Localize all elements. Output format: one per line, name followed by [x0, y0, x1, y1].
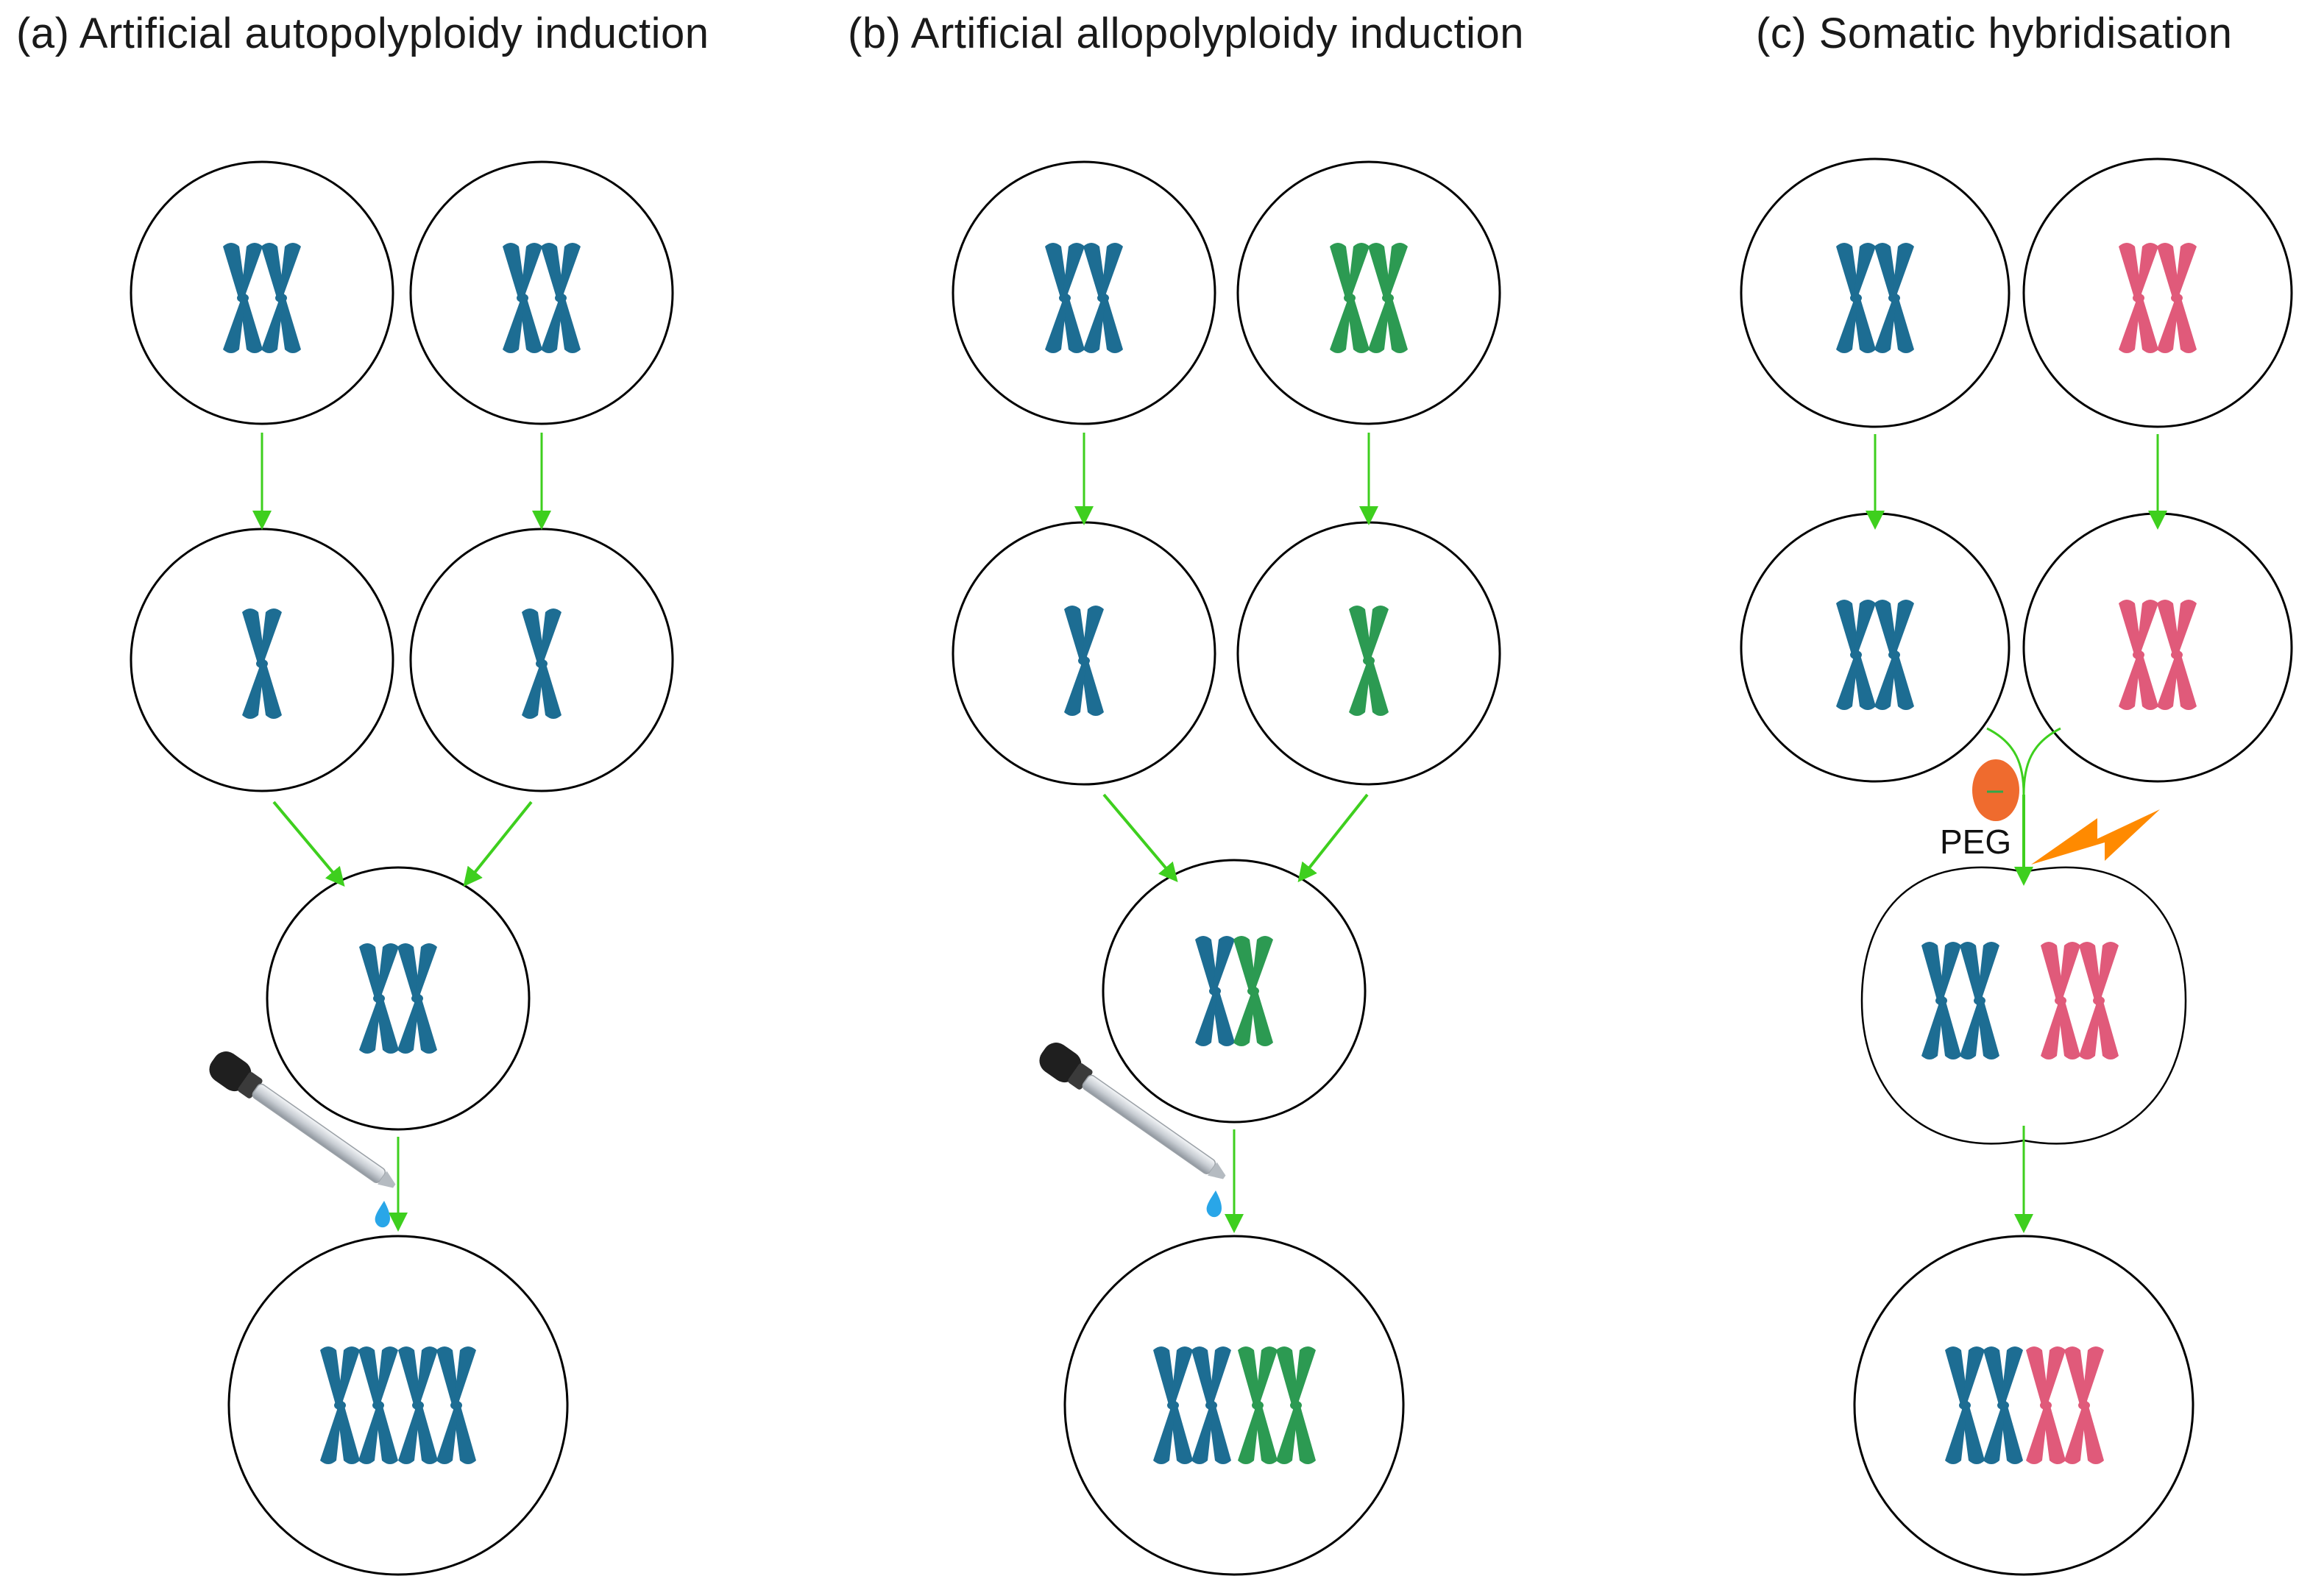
- chromosome-pair-a4-1-1: [320, 1346, 360, 1464]
- cell-b4-polyploid: [1063, 1235, 1405, 1576]
- chromosome-b3-blue: [1195, 936, 1235, 1046]
- cell-a1-right: [409, 160, 674, 425]
- chromosome-pair-c1-left-2: [1874, 243, 1914, 353]
- chromosome-pair-b4-green-1: [1238, 1346, 1278, 1464]
- chromosome-pair-c3-pink-1: [2041, 942, 2080, 1060]
- chromosome-pair-a4-2-2: [436, 1346, 476, 1464]
- chromosome-pair-c1-right-2: [2157, 243, 2197, 353]
- panel-b-title: (b) Artificial allopolyploidy induction: [848, 10, 1524, 57]
- chromosome-pair-c2-right-2: [2157, 600, 2197, 710]
- chromosome-pair-b4-blue-2: [1191, 1346, 1231, 1464]
- panel-c: PEG: [1740, 157, 2293, 1576]
- cell-b3-fused: [1102, 859, 1367, 1124]
- panel-a-title: (a) Artificial autopolyploidy induction: [16, 10, 709, 57]
- panel-c-title: (c) Somatic hybridisation: [1756, 10, 2233, 57]
- arrow-b2-right: [1297, 793, 1369, 883]
- chromosome-pair-b1-right-1: [1330, 243, 1370, 353]
- chromosome-pair-c3-blue-1: [1921, 942, 1961, 1060]
- lightning-icon: [2031, 809, 2160, 865]
- chromosome-pair-a3-2: [397, 943, 437, 1054]
- cell-c2-right: [2022, 512, 2293, 783]
- drop-icon: [375, 1201, 390, 1228]
- cell-b1-left: [952, 160, 1216, 425]
- arrow-a2-left: [272, 801, 345, 887]
- chromosomes: [223, 243, 2197, 1464]
- cell-c1-right: [2022, 157, 2293, 428]
- dropper-icon: [1039, 1043, 1226, 1179]
- cell-c2-left: [1740, 512, 2011, 783]
- chromosome-pair-c4-pink-2: [2064, 1346, 2104, 1464]
- chromosome-pair-c3-pink-2: [2079, 942, 2119, 1060]
- chromosome-pair-b4-blue-1: [1153, 1346, 1193, 1464]
- panel-b: [952, 160, 1501, 1576]
- chromosome-a2-left: [242, 608, 282, 719]
- chromosome-pair-a3-1: [359, 943, 399, 1054]
- chromosome-pair-c2-left-2: [1874, 600, 1914, 710]
- chromosome-pair-b4-green-2: [1276, 1346, 1316, 1464]
- peg-droplet-icon: [1972, 759, 2019, 821]
- chromosome-pair-c4-blue-1: [1945, 1346, 1985, 1464]
- cell-a4-polyploid: [227, 1235, 569, 1576]
- chromosome-pair-c3-blue-2: [1960, 942, 1999, 1060]
- arrow-a2-right: [463, 801, 533, 887]
- dropper-icon: [209, 1051, 396, 1188]
- chromosome-pair-c1-left-1: [1836, 243, 1876, 353]
- cell-a3-fused: [266, 866, 531, 1131]
- cell-b1-right: [1236, 160, 1501, 425]
- chromosome-pair-a1-right-2: [541, 243, 581, 353]
- drop-icon: [1206, 1190, 1222, 1218]
- chromosome-pair-c1-right-1: [2119, 243, 2158, 353]
- chromosome-pair-b1-right-2: [1368, 243, 1408, 353]
- chromosome-pair-c2-left-1: [1836, 600, 1876, 710]
- chromosome-pair-c4-pink-1: [2026, 1346, 2066, 1464]
- cell-a1-left: [130, 160, 394, 425]
- chromosome-pair-c2-right-1: [2119, 600, 2158, 710]
- chromosome-pair-a1-right-1: [503, 243, 542, 353]
- chromosome-pair-a4-2-1: [398, 1346, 438, 1464]
- cell-c4-hybrid: [1853, 1235, 2194, 1576]
- arrow-c2-merge-right: [2022, 727, 2061, 795]
- chromosome-a2-right: [522, 608, 561, 719]
- panel-a: [130, 160, 674, 1576]
- cell-c1-left: [1740, 157, 2011, 428]
- chromosome-pair-a4-1-2: [358, 1346, 398, 1464]
- chromosome-b2-right: [1349, 606, 1389, 716]
- chromosome-pair-a1-left-2: [261, 243, 301, 353]
- arrow-b2-left: [1102, 793, 1178, 883]
- peg-label: PEG: [1940, 823, 2011, 861]
- chromosome-b3-green: [1233, 936, 1273, 1046]
- cell-c3-fused: [1860, 866, 2187, 1145]
- chromosome-pair-c4-blue-2: [1983, 1346, 2023, 1464]
- chromosome-pair-a1-left-1: [223, 243, 263, 353]
- chromosome-b2-left: [1064, 606, 1104, 716]
- chromosome-pair-b1-left-1: [1045, 243, 1085, 353]
- chromosome-pair-b1-left-2: [1083, 243, 1123, 353]
